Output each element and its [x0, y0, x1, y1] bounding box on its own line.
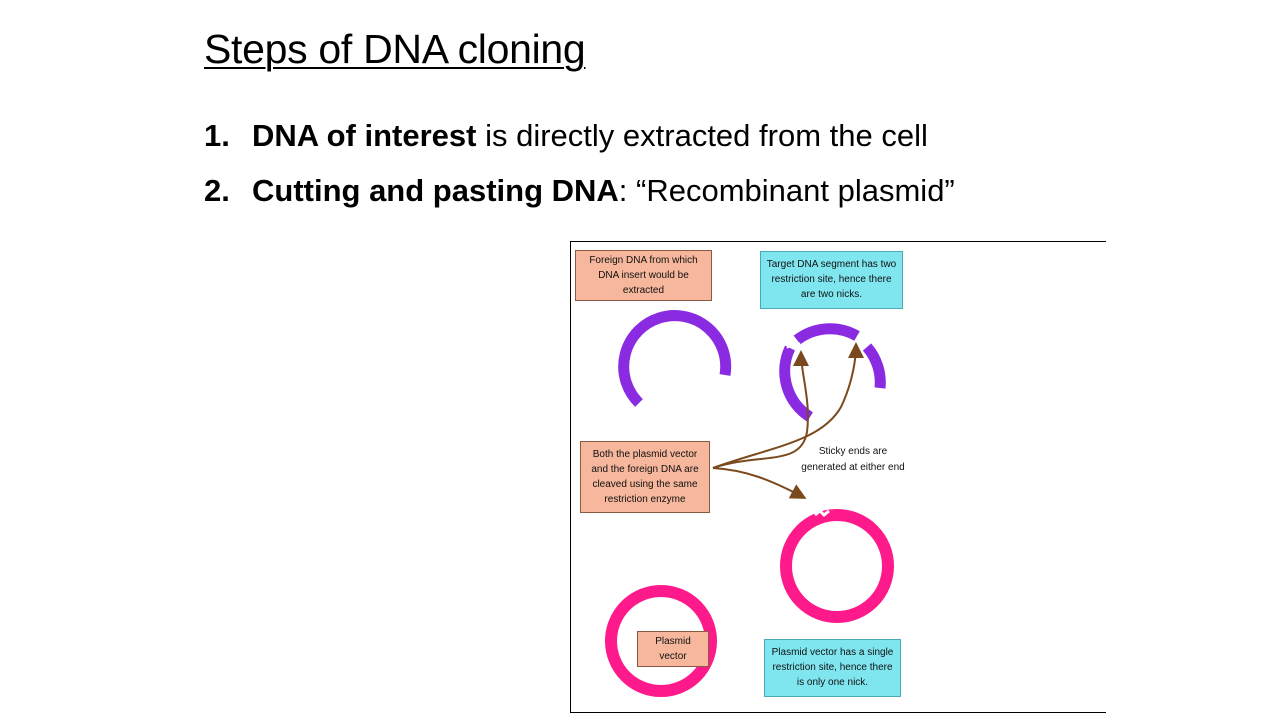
nick-right-icon	[858, 333, 870, 342]
step-bold-text: Cutting and pasting DNA	[252, 173, 619, 208]
single-site-note: Plasmid vector has a single restriction …	[764, 639, 901, 697]
dna-cloning-diagram: Foreign DNA from which DNA insert would …	[570, 241, 1106, 713]
arrow-to-right-nick	[712, 342, 864, 469]
nick-left-icon	[786, 342, 801, 349]
foreign-dna-arc	[618, 310, 732, 407]
target-dna-ring-top	[793, 323, 860, 345]
plasmid-vector-ring	[605, 585, 717, 697]
step-bold-text: DNA of interest	[252, 118, 477, 153]
target-dna-note: Target DNA segment has two restriction s…	[760, 251, 903, 309]
diagram-graphics	[605, 310, 894, 697]
foreign-dna-label: Foreign DNA from which DNA insert would …	[575, 250, 712, 301]
plasmid-nick-icon	[814, 508, 830, 518]
both-cleaved-label: Both the plasmid vector and the foreign …	[580, 441, 710, 513]
plasmid-vector-label: Plasmid vector	[637, 631, 709, 667]
step-text: : “Recombinant plasmid”	[618, 173, 955, 208]
step-number: 1.	[204, 118, 230, 153]
steps-list: 1. DNA of interest is directly extracted …	[204, 108, 955, 218]
step-item: 2. Cutting and pasting DNA: “Recombinant …	[204, 163, 955, 218]
step-item: 1. DNA of interest is directly extracted …	[204, 108, 955, 163]
slide-title: Steps of DNA cloning	[204, 26, 586, 72]
target-dna-ring-right	[862, 343, 886, 389]
sticky-ends-label: Sticky ends are generated at either end	[801, 446, 905, 473]
target-dna-ring-left	[779, 345, 814, 422]
arrow-to-plasmid-nick	[712, 467, 807, 499]
cut-plasmid-ring	[780, 509, 894, 623]
step-number: 2.	[204, 173, 230, 208]
step-text: is directly extracted from the cell	[476, 118, 928, 153]
